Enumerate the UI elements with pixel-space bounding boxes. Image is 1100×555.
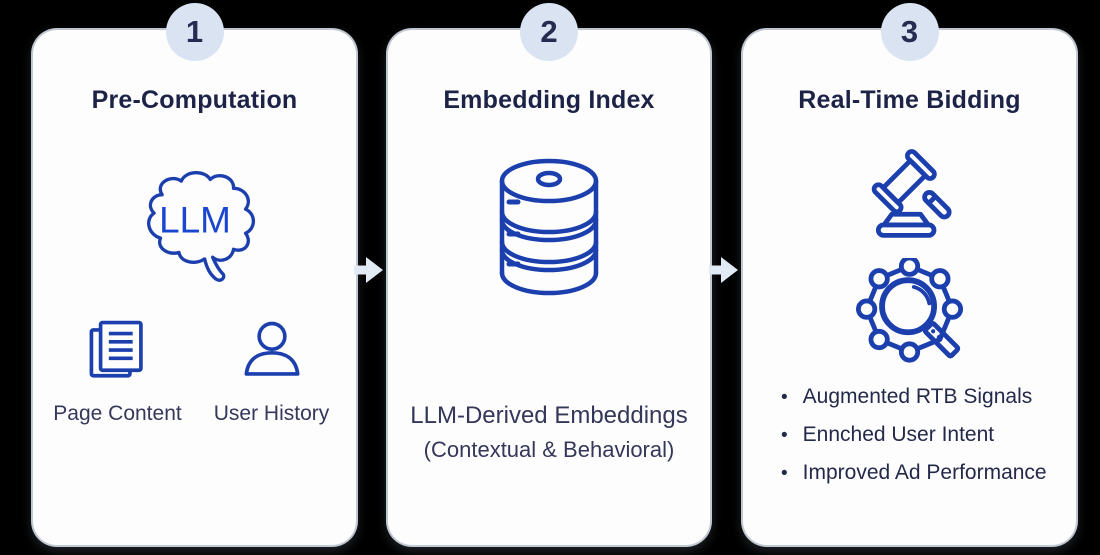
feature-page-content: Page Content [43,318,193,426]
gavel-icon [743,149,1076,250]
input-features-row: Page Content User History [33,318,356,426]
feature-user-history: User History [197,318,347,426]
step-number: 3 [900,14,919,49]
gear-magnifier-icon [743,255,1076,371]
caption-line-2: (Contextual & Behavioral) [423,437,675,462]
step-number: 2 [540,14,558,49]
arrow-right-icon [354,257,383,283]
list-item: • Augmented RTB Signals [781,385,1076,409]
bullet-text: Ennched User Intent [802,423,995,446]
bullet-icon: • [781,463,788,484]
card-embedding-index: 2 Embedding Index [388,3,710,545]
database-icon [388,157,710,302]
step-badge-1: 1 [165,3,224,61]
person-icon [239,318,305,389]
bullet-text: Augmented RTB Signals [802,385,1033,408]
card-title-embedding-index: Embedding Index [443,86,655,114]
step-number: 1 [185,14,204,49]
list-item: • Ennched User Intent [781,423,1076,447]
card-title-real-time-bidding: Real-Time Bidding [798,86,1021,114]
list-item: • Improved Ad Performance [781,461,1076,485]
bullet-text: Improved Ad Performance [802,461,1047,484]
bullet-icon: • [781,387,788,408]
bullet-icon: • [781,425,788,446]
step-badge-3: 3 [880,3,939,61]
embedding-caption: LLM-Derived Embeddings (Contextual & Beh… [388,402,710,463]
caption-line-1: LLM-Derived Embeddings [410,402,688,429]
feature-label: User History [213,402,330,425]
rtb-benefits-list: • Augmented RTB Signals • Ennched User I… [743,385,1076,485]
arrow-right-icon [709,257,738,283]
step-badge-2: 2 [520,3,578,61]
brain-llm-icon: LLM [33,167,356,290]
llm-label: LLM [159,199,231,240]
documents-icon [85,318,151,389]
card-pre-computation: 1 Pre-Computation LLM [33,3,356,545]
feature-label: Page Content [53,402,182,425]
card-real-time-bidding: 3 Real-Time Bidding [743,3,1076,545]
card-title-pre-computation: Pre-Computation [91,86,298,114]
